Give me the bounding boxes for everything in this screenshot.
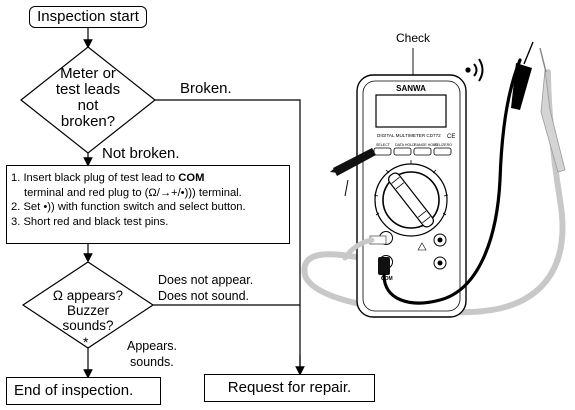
lcd-display (375, 94, 447, 128)
gray-probe-tip (539, 47, 547, 73)
broken-label: Broken. (180, 80, 232, 97)
model-label: DIGITAL MULTIMETER CD772 (377, 133, 441, 138)
com-label: COM (178, 172, 205, 184)
dial-pointer (387, 172, 435, 228)
gray-probe (540, 69, 566, 173)
yes-branch-label: Appears. sounds. (127, 339, 178, 369)
button-row: SELECT DATA HOLD RANGE HOLD REL/ZERO (373, 143, 452, 156)
check-label: Check (396, 31, 431, 45)
black-probe-tip (523, 41, 534, 65)
end-box: End of inspection. (6, 377, 161, 405)
asterisk-mark: * (83, 334, 89, 350)
data-hold-button (393, 147, 412, 156)
step-3-line: 3. Short red and black test pins. (11, 215, 169, 228)
step-1-line-2: terminal and red plug to (Ω/→+/•))) term… (24, 186, 242, 199)
black-test-lead (382, 58, 522, 305)
decision-2-text: Ω appears? Buzzer sounds? (52, 288, 124, 333)
black-plug (378, 257, 390, 275)
rel-zero-button (433, 147, 452, 156)
data-hold-label: DATA HOLD (395, 143, 415, 147)
probe-holder (333, 148, 376, 176)
range-hold-button (413, 147, 432, 156)
not-broken-label: Not broken. (102, 145, 180, 162)
broken-path-line (155, 99, 301, 370)
dial-ticks (373, 160, 449, 216)
no-branch-label: Does not appear. Does not sound. (158, 273, 254, 303)
instructions-box: 1. Insert black plug of test lead to COM… (6, 165, 290, 244)
brand-label: SANWA (396, 84, 426, 93)
warning-triangle-icon (417, 242, 427, 251)
step-2-line: 2. Set •)) with function switch and sele… (11, 201, 246, 214)
multimeter-inner-rim (362, 80, 461, 312)
com-terminal-label: COM (381, 276, 393, 282)
decision-1-text: Meter or test leads not broken? (55, 65, 121, 130)
black-probe (511, 63, 532, 110)
start-box: Inspection start (29, 6, 147, 28)
select-button (373, 147, 392, 156)
buzzer-sound-icon (465, 67, 471, 73)
rel-zero-label: REL/ZERO (434, 143, 452, 147)
step-1-line-1: 1. Insert black plug of test lead to COM (11, 172, 205, 184)
repair-box: Request for repair. (204, 374, 375, 402)
range-hold-label: RANGE HOLD (414, 143, 438, 147)
ce-mark: CE (447, 134, 455, 140)
select-label: SELECT (376, 143, 391, 147)
